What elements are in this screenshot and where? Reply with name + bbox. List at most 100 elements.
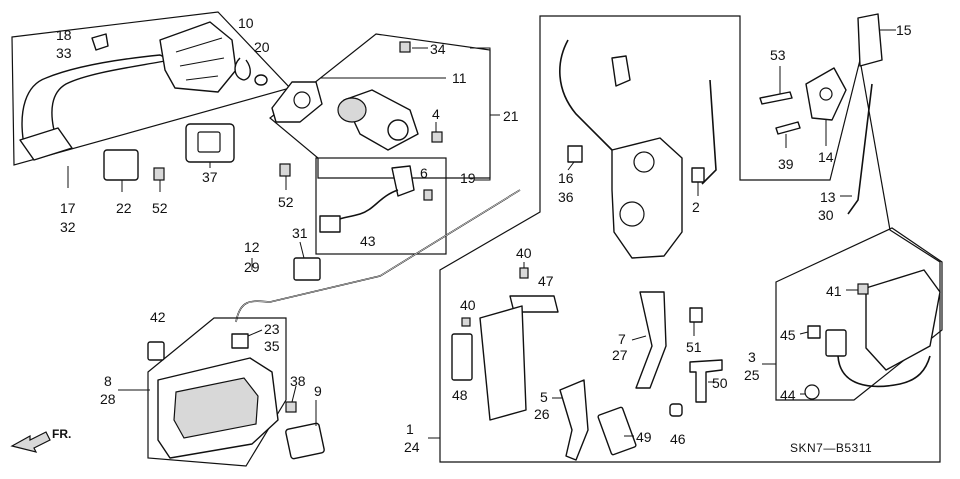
direction-label: FR. xyxy=(52,427,71,441)
cylinder-rod-inner xyxy=(235,189,521,323)
pad-48 xyxy=(451,333,473,381)
clip-2 xyxy=(691,167,705,183)
part-number: 22 xyxy=(116,200,132,216)
cylinder-bracket xyxy=(271,81,323,123)
part-number: 20 xyxy=(254,39,270,55)
part-number: 50 xyxy=(712,375,728,391)
latch-area-frame xyxy=(439,15,941,463)
inner-handle-group xyxy=(147,317,325,467)
part-number: 5 xyxy=(540,389,548,405)
screw-38 xyxy=(285,401,297,413)
leader-16 xyxy=(567,161,575,171)
part-number: 19 xyxy=(460,170,476,186)
striker-plate-14 xyxy=(805,67,847,121)
part-number: 49 xyxy=(636,429,652,445)
part-number-labels: 18 33 10 20 34 11 4 21 17 32 22 52 37 52… xyxy=(56,15,912,455)
part-number: 34 xyxy=(430,41,446,57)
harness-connector xyxy=(319,215,341,233)
part-number: 23 xyxy=(264,321,280,337)
part-number: 24 xyxy=(404,439,420,455)
screw-52-left xyxy=(153,167,165,181)
part-number: 41 xyxy=(826,283,842,299)
leader-31 xyxy=(299,241,305,259)
clip-44 xyxy=(804,384,820,400)
screw-34 xyxy=(399,41,411,53)
screw-4 xyxy=(431,131,443,143)
clip-18-33 xyxy=(91,33,109,51)
striker-group xyxy=(759,13,883,215)
latch-frame-group xyxy=(439,15,941,463)
key-cylinder-face xyxy=(337,97,367,123)
leader-lines xyxy=(67,29,896,439)
part-number: 30 xyxy=(818,207,834,223)
part-number: 37 xyxy=(202,169,218,185)
part-number: 51 xyxy=(686,339,702,355)
part-number: 1 xyxy=(406,421,414,437)
part-number: 13 xyxy=(820,189,836,205)
spring-clip-10 xyxy=(234,57,251,81)
part-number: 26 xyxy=(534,406,550,422)
part-number: 39 xyxy=(778,156,794,172)
part-number: 33 xyxy=(56,45,72,61)
clip-45 xyxy=(807,325,821,339)
outer-door-handle xyxy=(21,54,171,146)
part-number: 14 xyxy=(818,149,834,165)
part-number: 32 xyxy=(60,219,76,235)
screw-52-center xyxy=(279,163,291,177)
part-number: 21 xyxy=(503,108,519,124)
part-number: 29 xyxy=(244,259,260,275)
clip-16-36 xyxy=(567,145,583,163)
part-number: 40 xyxy=(460,297,476,313)
door-lock-actuator xyxy=(865,269,941,371)
actuator-group xyxy=(775,227,943,401)
bolt-39 xyxy=(775,121,801,135)
part-number: 53 xyxy=(770,47,786,63)
inner-handle-cover-9 xyxy=(285,422,325,460)
rod-clip-31 xyxy=(293,257,321,281)
part-number: 10 xyxy=(238,15,254,31)
latch-subparts-group xyxy=(451,267,723,461)
door-lock-latch xyxy=(611,137,683,259)
outer-handle-base-detail xyxy=(175,37,225,81)
part-number: 43 xyxy=(360,233,376,249)
inner-handle-frame xyxy=(147,317,287,467)
part-number: 45 xyxy=(780,327,796,343)
part-number: 38 xyxy=(290,373,306,389)
part-number: 4 xyxy=(432,106,440,122)
latch-protector xyxy=(479,305,527,421)
outer-handle-group xyxy=(11,11,292,181)
handle-gasket-37 xyxy=(185,123,235,163)
grommet-46 xyxy=(669,403,683,417)
part-number: 18 xyxy=(56,27,72,43)
inner-handle-opening xyxy=(173,377,259,439)
clip-23-35 xyxy=(231,333,249,349)
part-number: 52 xyxy=(278,194,294,210)
release-knob-15 xyxy=(857,13,883,67)
part-number: 40 xyxy=(516,245,532,261)
part-number: 9 xyxy=(314,383,322,399)
part-number: 44 xyxy=(780,387,796,403)
part-number: 35 xyxy=(264,338,280,354)
harness-switch xyxy=(391,165,415,197)
key-cylinder-group xyxy=(269,33,491,179)
pad-49 xyxy=(597,406,637,456)
part-number: 2 xyxy=(692,199,700,215)
part-number: 48 xyxy=(452,387,468,403)
harness-group xyxy=(315,157,447,255)
actuator-connector xyxy=(825,329,847,357)
washer-20 xyxy=(254,74,268,86)
part-number: 27 xyxy=(612,347,628,363)
front-arrow-icon xyxy=(10,431,51,453)
part-number: 47 xyxy=(538,273,554,289)
latch-rod-side xyxy=(701,79,717,185)
part-number: 12 xyxy=(244,239,260,255)
harness-frame xyxy=(315,157,447,255)
leader-38 xyxy=(291,385,297,403)
leader-7 xyxy=(631,335,647,341)
outer-handle-base xyxy=(159,21,237,93)
release-rod-13-30 xyxy=(847,83,873,215)
leader-21-bracket xyxy=(470,47,491,181)
screw-41 xyxy=(857,283,869,295)
part-number: 28 xyxy=(100,391,116,407)
